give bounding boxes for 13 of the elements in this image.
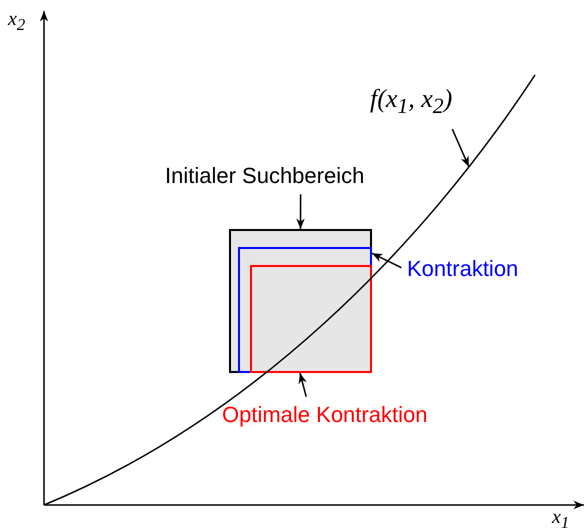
- optimal-contraction-box: [250, 265, 372, 373]
- optimal-contraction-label: Optimale Kontraktion: [222, 402, 428, 428]
- axis-label: x$_{1}$: [552, 505, 570, 528]
- leader-arrow: [372, 252, 402, 268]
- leader-arrow: [452, 128, 470, 168]
- function-label: f(x$_{1}$, x$_{2}$): [370, 86, 452, 120]
- contraction-box: [238, 247, 372, 373]
- leader-arrow: [296, 194, 305, 229]
- leader-arrow: [298, 372, 307, 397]
- contraction-label: Kontraktion: [407, 256, 518, 282]
- region-label: Initialer Suchbereich: [165, 163, 364, 189]
- axis-label: x$_{2}$: [8, 7, 26, 36]
- function-curve: [44, 74, 536, 506]
